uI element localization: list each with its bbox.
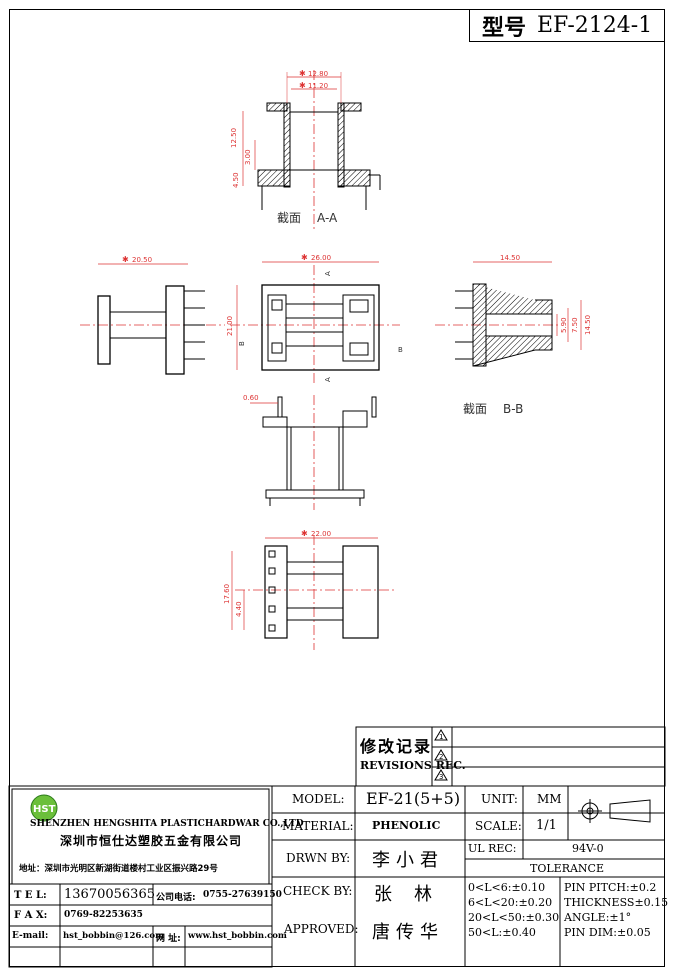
model-label: MODEL: xyxy=(292,792,345,806)
revision-marker-2: 2 xyxy=(439,753,443,761)
dim-aa-outer: 12.80 xyxy=(308,70,328,78)
svg-text:✱: ✱ xyxy=(301,529,308,538)
section-bb-caption-cn: 截面 xyxy=(463,402,487,416)
dim-bb-b: 7.50 xyxy=(571,317,579,333)
fax-value: 0769-82253635 xyxy=(64,910,143,920)
cut-b-left: B xyxy=(238,341,246,346)
company-logo: HST xyxy=(30,794,58,822)
dim-bottom-pitch: 4.40 xyxy=(235,601,243,617)
front-view: ✱ 26.00 21.00 A A B B xyxy=(226,253,403,385)
svg-text:✱: ✱ xyxy=(299,69,306,78)
cut-b-right: B xyxy=(398,346,403,354)
unit-label: UNIT: xyxy=(481,792,518,806)
pin-dim: PIN DIM:±0.05 xyxy=(564,926,651,939)
svg-text:✱: ✱ xyxy=(299,81,306,90)
dim-bb-c: 14.50 xyxy=(584,315,592,335)
part-number: EF-2124-1 xyxy=(537,13,653,38)
part-number-label: 型号 xyxy=(482,16,527,41)
dim-bottom-width: 22.00 xyxy=(311,530,331,538)
dim-bottom-height: 17.60 xyxy=(223,584,231,604)
part-number-box xyxy=(469,9,665,42)
pin-pitch: PIN PITCH:±0.2 xyxy=(564,881,657,894)
scale-label: SCALE: xyxy=(475,819,522,833)
thickness: THICKNESS±0.15 xyxy=(564,896,669,909)
elevation-view: 0.60 xyxy=(243,394,377,510)
svg-text:✱: ✱ xyxy=(122,255,129,264)
dim-front-height: 21.00 xyxy=(226,316,234,336)
tolerance-4: 50<L:±0.40 xyxy=(468,926,536,939)
tolerance-label: TOLERANCE xyxy=(530,862,604,875)
section-aa-view: ✱ 12.80 ✱ 11.20 12.50 3.00 4.50 截面 A-A xyxy=(230,69,381,230)
side-view: ✱ 20.50 xyxy=(80,255,225,375)
company-name-en: SHENZHEN HENGSHITA PLASTICHARDWAR CO.,LT… xyxy=(30,819,304,829)
dim-elevation-pin: 0.60 xyxy=(243,394,259,402)
dim-aa-inner: 11.20 xyxy=(308,82,328,90)
email-value: hst_bobbin@126.com xyxy=(63,931,165,941)
bottom-view: ✱ 22.00 17.60 4.40 xyxy=(223,529,395,650)
drawn-value: 李小君 xyxy=(372,850,444,871)
dim-front-width: 26.00 xyxy=(311,254,331,262)
material-value: PHENOLIC xyxy=(372,819,441,832)
email-label: E-mail: xyxy=(12,931,49,941)
approved-value: 唐传华 xyxy=(372,922,444,943)
cut-a-top: A xyxy=(324,271,332,276)
company-name-cn: 深圳市恒仕达塑胶五金有限公司 xyxy=(60,834,243,848)
material-label: MATERIAL: xyxy=(282,819,354,833)
angle: ANGLE:±1° xyxy=(564,911,632,924)
tel-value: 13670056365 xyxy=(64,887,155,902)
section-aa-caption: A-A xyxy=(317,211,338,225)
dim-aa-mid: 3.00 xyxy=(244,149,252,165)
revision-marker-1: 1 xyxy=(439,733,443,741)
model-value: EF-21(5+5) xyxy=(366,789,461,808)
company-address: 地址：深圳市光明区新湖街道楼村工业区振兴路29号 xyxy=(19,864,218,874)
tolerance-3: 20<L<50:±0.30 xyxy=(468,911,560,924)
dim-aa-height: 12.50 xyxy=(230,128,238,148)
drawn-label: DRWN BY: xyxy=(286,851,351,865)
company-tel-value: 0755-27639150 xyxy=(203,890,282,900)
scale-value: 1/1 xyxy=(536,818,557,833)
check-value: 张林 xyxy=(374,884,454,905)
web-value: www.hst_bobbin.com xyxy=(188,931,287,941)
ul-value: 94V-0 xyxy=(572,842,604,855)
revision-markers: 1 2 3 xyxy=(434,729,448,781)
svg-text:✱: ✱ xyxy=(301,253,308,262)
drawing-frame xyxy=(9,9,665,967)
cut-a-bottom: A xyxy=(324,377,332,382)
revisions-title-cn: 修改记录 xyxy=(360,737,433,756)
revisions-title: REVISIONS REC. xyxy=(360,759,466,772)
web-label: 网 址: xyxy=(156,934,181,944)
projection-symbol-icon xyxy=(578,799,651,823)
tolerance-1: 0<L<6:±0.10 xyxy=(468,881,546,894)
section-bb-caption: B-B xyxy=(503,402,523,416)
logo-text: HST xyxy=(33,804,56,815)
dim-side-width: 20.50 xyxy=(132,256,152,264)
dim-bb-a: 5.90 xyxy=(560,317,568,333)
dim-aa-base: 4.50 xyxy=(232,172,240,188)
company-tel-label: 公司电话: xyxy=(156,893,196,903)
section-bb-view: 14.50 5.90 7.50 14.50 截面 B-B xyxy=(435,254,592,416)
dim-bb-width: 14.50 xyxy=(500,254,520,262)
tel-label: T E L: xyxy=(14,890,47,901)
ul-label: UL REC: xyxy=(468,842,517,855)
technical-drawing: ✱ 12.80 ✱ 11.20 12.50 3.00 4.50 截面 A-A ✱… xyxy=(80,69,592,650)
section-aa-caption-cn: 截面 xyxy=(277,211,301,225)
fax-label: F A X: xyxy=(14,910,48,921)
tolerance-2: 6<L<20:±0.20 xyxy=(468,896,553,909)
unit-value: MM xyxy=(537,792,562,806)
check-label: CHECK BY: xyxy=(283,884,353,898)
approved-label: APPROVED: xyxy=(284,922,359,936)
revision-marker-3: 3 xyxy=(439,773,443,781)
